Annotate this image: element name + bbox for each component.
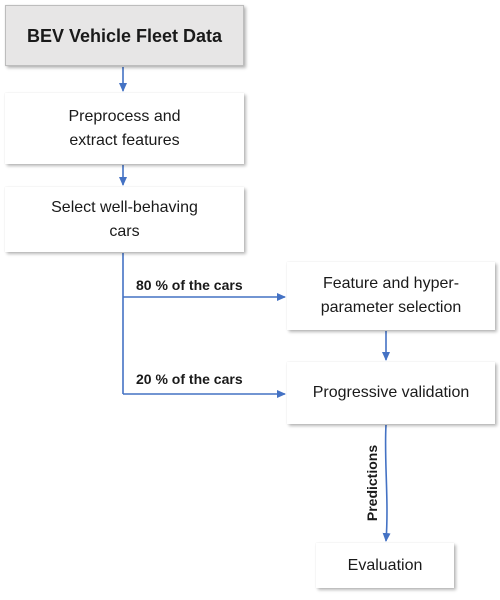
node-select-cars-line-2: cars (109, 222, 140, 240)
node-evaluation-label: Evaluation (347, 556, 423, 574)
node-feature-selection-line-1: Feature and hyper- (322, 275, 460, 292)
edge-label-20-percent: 20 % of the cars (136, 371, 243, 387)
edge-label-80-percent: 80 % of the cars (136, 277, 243, 293)
node-feature-selection: Feature and hyper- parameter selection (287, 262, 495, 330)
node-select-cars-line-1: Select well-behaving (51, 198, 198, 216)
node-select-cars: Select well-behaving cars (5, 187, 244, 252)
arrow-progressive-to-evaluation (382, 424, 391, 542)
node-progressive-validation-label: Progressive validation (312, 384, 470, 401)
edge-label-predictions: Predictions (364, 444, 380, 522)
node-fleet-data-label: BEV Vehicle Fleet Data (26, 25, 223, 46)
node-evaluation: Evaluation (316, 543, 454, 588)
node-progressive-validation: Progressive validation (287, 362, 495, 424)
node-preprocess-line-2: extract features (69, 131, 180, 149)
node-preprocess: Preprocess and extract features (5, 93, 244, 164)
node-preprocess-line-1: Preprocess and (68, 107, 181, 125)
node-feature-selection-line-2: parameter selection (320, 299, 462, 316)
node-fleet-data: BEV Vehicle Fleet Data (5, 5, 244, 66)
